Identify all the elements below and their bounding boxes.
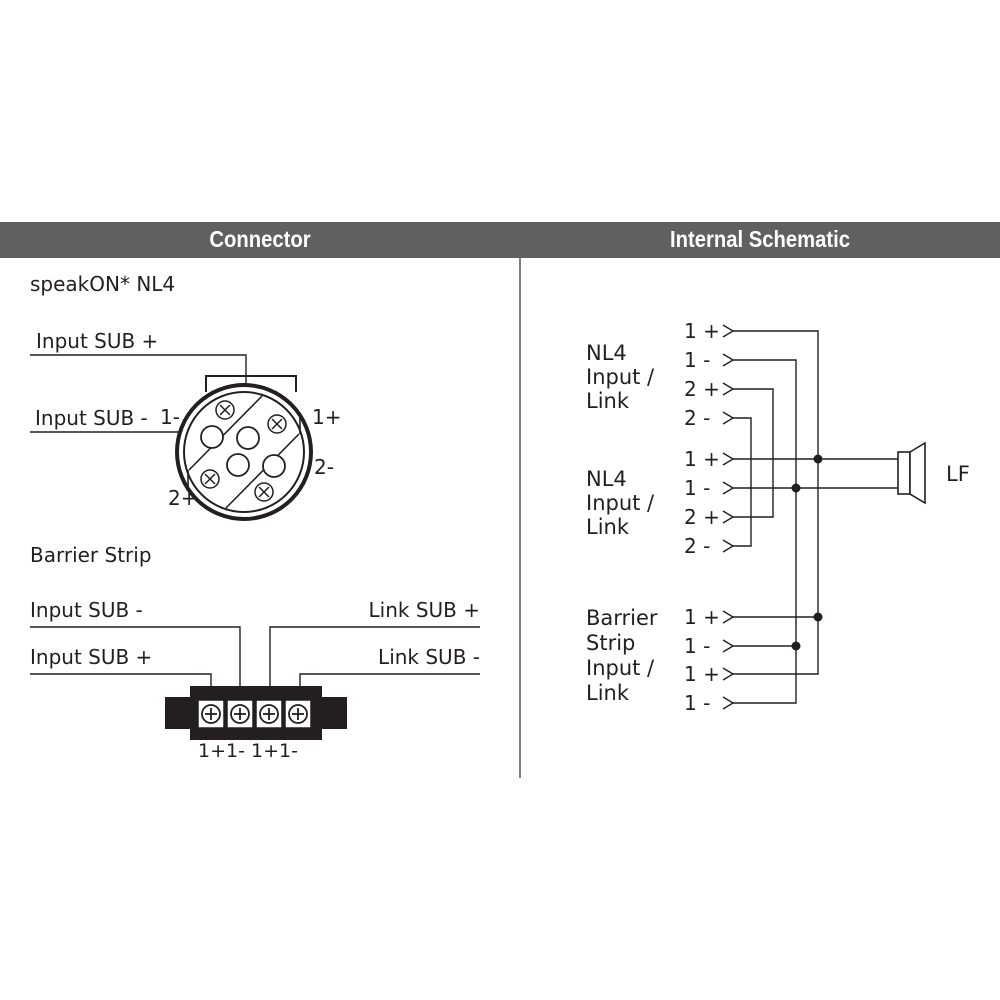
group3-label-line4: Link <box>586 681 630 705</box>
barrier-input-sub-minus-label: Input SUB - <box>30 598 143 622</box>
internal-schematic-heading: Internal Schematic <box>670 226 850 252</box>
connector-heading: Connector <box>209 226 311 252</box>
group1-label-line2: Input / <box>586 365 655 389</box>
pin-1-minus-label: 1- <box>160 405 180 429</box>
input-sub-minus-label: Input SUB - <box>35 406 148 430</box>
group3-label-line3: Input / <box>586 656 655 680</box>
barrier-strip-icon <box>165 686 347 740</box>
pin-1-plus-label: 1+ <box>312 405 341 429</box>
speaker-icon <box>897 441 926 505</box>
section-header-bar: Connector Internal Schematic <box>0 222 1000 258</box>
group2-label-line1: NL4 <box>586 467 627 491</box>
junction-dots <box>791 454 823 651</box>
group3-label-line2: Strip <box>586 631 635 655</box>
speakon-title: speakON* NL4 <box>30 272 175 296</box>
pin-arrow-icons <box>722 324 735 710</box>
group1-label-line1: NL4 <box>586 341 627 365</box>
pin-label: 1 - <box>684 691 710 715</box>
pin-label: 2 + <box>684 505 720 529</box>
speakon-connector-icon <box>175 375 313 521</box>
schematic-wiring <box>733 330 898 704</box>
barrier-terminal-markings: 1+1- 1+1- <box>198 740 298 762</box>
pin-label: 1 - <box>684 476 710 500</box>
pin-label: 1 + <box>684 447 720 471</box>
group2-label-line3: Link <box>586 515 630 539</box>
pin-2-minus-label: 2- <box>314 455 334 479</box>
barrier-input-sub-plus-label: Input SUB + <box>30 645 152 669</box>
lf-output-label: LF <box>946 462 970 486</box>
barrier-strip-title: Barrier Strip <box>30 543 152 567</box>
barrier-link-sub-plus-label: Link SUB + <box>369 598 480 622</box>
group1-label-line3: Link <box>586 389 630 413</box>
pin-label: 1 + <box>684 319 720 343</box>
group3-label-line1: Barrier <box>586 606 658 630</box>
pin-label: 1 - <box>684 348 710 372</box>
group2-label-line2: Input / <box>586 491 655 515</box>
pin-label: 2 + <box>684 377 720 401</box>
pin-label: 1 - <box>684 634 710 658</box>
barrier-link-sub-minus-label: Link SUB - <box>378 645 480 669</box>
input-sub-plus-label: Input SUB + <box>36 329 158 353</box>
pin-label: 2 - <box>684 534 710 558</box>
pin-label: 2 - <box>684 406 710 430</box>
pin-label: 1 + <box>684 662 720 686</box>
pin-label: 1 + <box>684 605 720 629</box>
